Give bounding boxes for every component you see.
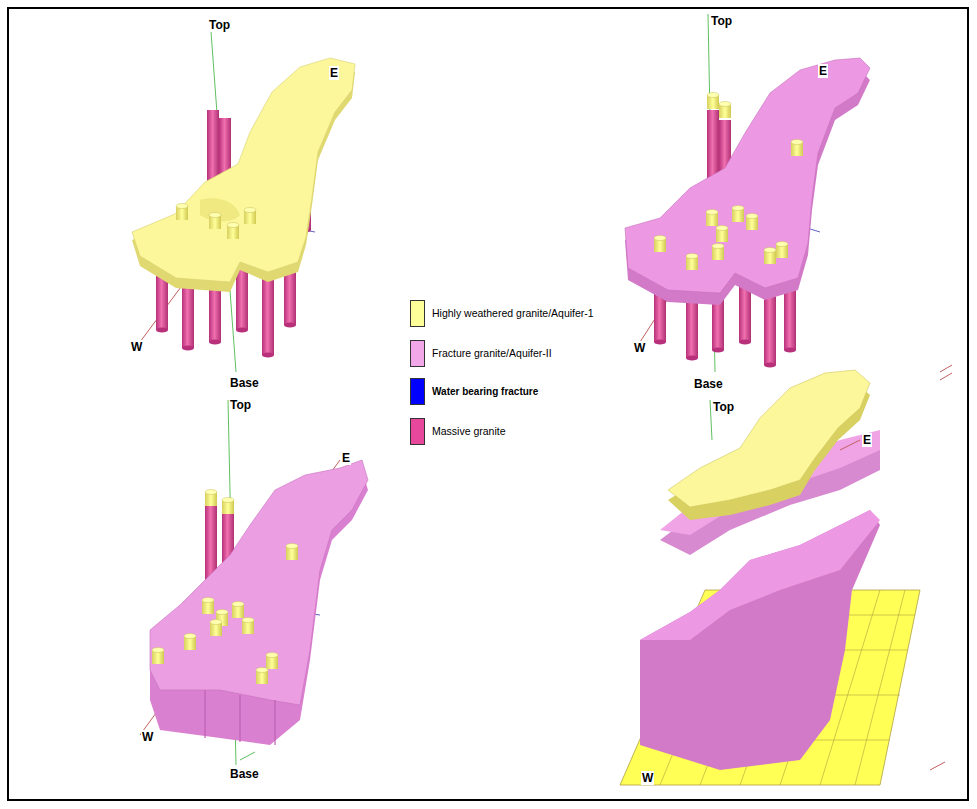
axis-label: Base xyxy=(229,376,260,390)
axis-label: Base xyxy=(693,377,724,391)
legend-text: Fracture granite/Aquifer-II xyxy=(432,347,552,360)
direction-label: E xyxy=(329,66,339,80)
axis-label: Top xyxy=(710,14,733,28)
direction-label: E xyxy=(341,451,351,465)
legend-swatch xyxy=(410,418,425,445)
legend-text: Water bearing fracture xyxy=(432,385,538,398)
axis-label: Top xyxy=(712,400,735,414)
direction-label: W xyxy=(641,771,654,785)
legend-swatch xyxy=(410,340,425,367)
direction-label: W xyxy=(141,730,154,744)
axis-label: Top xyxy=(229,398,252,412)
direction-label: E xyxy=(818,64,828,78)
axis-label: Top xyxy=(208,18,231,32)
direction-label: W xyxy=(130,340,143,354)
legend-text: Highly weathered granite/Aquifer-1 xyxy=(432,307,594,320)
direction-label: W xyxy=(633,341,646,355)
direction-label: E xyxy=(862,433,872,447)
legend-text: Massive granite xyxy=(432,425,506,438)
legend-swatch xyxy=(410,378,425,405)
legend-swatch xyxy=(410,300,425,327)
axis-label: Base xyxy=(229,767,260,781)
